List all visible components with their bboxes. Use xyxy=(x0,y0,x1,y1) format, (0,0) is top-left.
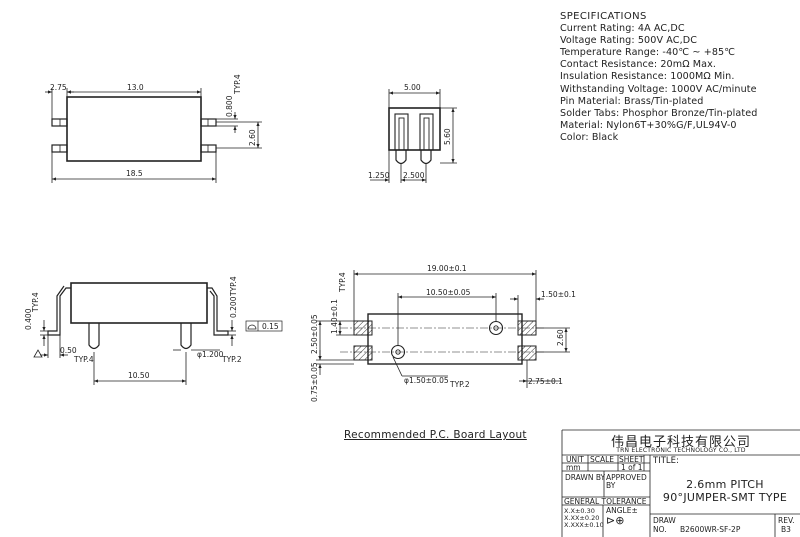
side-view-pin-left xyxy=(88,323,100,350)
flatness-icon xyxy=(247,324,257,330)
pcb-dim-pad-w: 1.50±0.1 xyxy=(541,290,576,299)
title-label: TITLE: xyxy=(653,456,679,466)
drawing-title-line2: 90°JUMPER-SMT TYPE xyxy=(662,491,788,504)
end-dim-height: 5.60 xyxy=(443,128,452,145)
drawing-number: B2600WR-SF-2P xyxy=(680,525,741,534)
sheet-label: SHEET xyxy=(619,455,644,464)
side-dim-tab: 0.200 xyxy=(229,296,238,318)
pcb-layout-caption: Recommended P.C. Board Layout xyxy=(344,429,527,441)
side-dim-tab-note: TYP.4 xyxy=(229,276,238,297)
end-dim-width: 5.00 xyxy=(404,83,421,92)
top-dim-body: 13.0 xyxy=(127,83,144,92)
top-dim-left: 2.75 xyxy=(50,83,67,92)
no-label: NO. xyxy=(653,525,667,534)
side-view: 0.15 0.400 TYP.4 0.200 TYP.4 0.50 TYP.4 … xyxy=(24,276,283,385)
end-view-pin-left xyxy=(395,150,407,165)
side-dim-pin-w: 0.50 xyxy=(60,346,77,355)
side-view-tab-left xyxy=(47,285,71,336)
spec-line: Material: Nylon6T+30%G/F,UL94V-0 xyxy=(560,119,737,131)
top-dim-pitch: 2.60 xyxy=(248,129,257,146)
rev-label: REV. xyxy=(778,516,795,525)
projection-icon: ⊳⊕ xyxy=(606,514,625,527)
spec-line: Color: Black xyxy=(560,131,619,143)
warning-icon xyxy=(33,349,43,358)
sheet-value: 1 of 1 xyxy=(621,463,643,472)
flatness-frame xyxy=(245,320,283,332)
pcb-dim-left-note: TYP.4 xyxy=(338,272,347,293)
tolerance-1: X.X±0.30 xyxy=(564,507,595,515)
drawing-title-line1: 2.6mm PITCH xyxy=(686,478,764,491)
top-view-tab-left-upper xyxy=(51,118,68,127)
drawn-by-label: DRAWN BY xyxy=(565,473,606,482)
pcb-outline xyxy=(367,313,523,365)
top-dim-overall: 18.5 xyxy=(126,169,143,178)
rev-value: B3 xyxy=(781,525,791,534)
end-view-body xyxy=(388,107,441,151)
top-view-tab-right-lower xyxy=(200,144,217,153)
spec-line: Current Rating: 4A AC,DC xyxy=(560,23,685,35)
end-view-pin-right xyxy=(420,150,432,165)
top-dim-tab-h: 0.800 xyxy=(225,95,234,117)
spec-line: Pin Material: Brass/Tin-plated xyxy=(560,95,704,107)
pcb-dim-left-pitch: 2.50±0.05 xyxy=(310,314,319,354)
scale-label: SCALE xyxy=(590,455,615,464)
pcb-dim-pitch: 2.60 xyxy=(556,329,565,346)
pcb-dim-pad-off: 2.75±0.1 xyxy=(528,377,563,386)
tolerance-3: X.XXX±0.10 xyxy=(564,521,604,529)
spec-line: Withstanding Voltage: 1000V AC/minute xyxy=(560,83,757,95)
side-dim-pin-dia-note: TYP.2 xyxy=(221,355,242,364)
side-view-tab-right xyxy=(207,287,229,336)
tolerance-2: X.XX±0.20 xyxy=(564,514,600,522)
end-dim-pitch: 2.500 xyxy=(403,171,425,180)
side-flatness: 0.15 xyxy=(262,322,279,331)
end-view: 5.00 5.60 1.250 2.500 xyxy=(368,83,457,183)
draw-label: DRAW xyxy=(653,516,676,525)
spec-line: Contact Resistance: 20mΩ Max. xyxy=(560,59,717,71)
top-view: 2.75 13.0 18.5 0.800 TYP.4 2.60 xyxy=(45,74,262,183)
side-dim-pin-dia: φ1.200 xyxy=(197,350,224,359)
side-view-pin-right xyxy=(180,323,192,350)
side-dim-thick: 0.400 xyxy=(24,308,33,330)
unit-value: mm xyxy=(566,463,581,472)
pcb-dim-hole: φ1.50±0.05 xyxy=(404,376,449,385)
end-dim-offset: 1.250 xyxy=(368,171,390,180)
company-name-en: TRN ELECTRONIC TECHNOLOGY CO., LTD xyxy=(616,447,746,454)
drawing-title: 2.6mm PITCH 90°JUMPER-SMT TYPE xyxy=(650,478,800,504)
pcb-dim-bottom: 0.75±0.05 xyxy=(310,362,319,402)
spec-line: Solder Tabs: Phosphor Bronze/Tin-plated xyxy=(560,107,758,119)
angle-label: ANGLE± xyxy=(606,506,638,515)
side-dim-thick-note: TYP.4 xyxy=(31,292,40,313)
pcb-pad-left-lower xyxy=(353,345,373,361)
general-tolerance-label: GENERAL TOLERANCE xyxy=(564,497,647,506)
company-name-cn: 伟昌电子科技有限公司 xyxy=(610,435,751,450)
top-view-tab-left-lower xyxy=(51,144,68,153)
top-dim-tab-note: TYP.4 xyxy=(233,74,242,95)
side-view-body xyxy=(70,282,208,324)
spec-line: Insulation Resistance: 1000MΩ Min. xyxy=(560,71,735,83)
unit-label: UNIT xyxy=(566,455,584,464)
approved-by-label: APPROVED BY xyxy=(606,473,647,490)
pcb-layout: 19.00±0.1 10.50±0.05 1.50±0.1 2.75±0.1 2… xyxy=(310,264,576,402)
pcb-dim-left-pad: 1.40±0.1 xyxy=(330,299,339,334)
pcb-dim-hole-note: TYP.2 xyxy=(449,380,470,389)
spec-line: Voltage Rating: 500V AC,DC xyxy=(560,35,698,47)
pcb-dim-overall: 19.00±0.1 xyxy=(427,264,467,273)
specifications-heading: SPECIFICATIONS xyxy=(560,11,647,22)
pcb-dim-center: 10.50±0.05 xyxy=(426,288,471,297)
top-view-body xyxy=(66,96,202,162)
side-dim-pin-w-note: TYP.4 xyxy=(73,355,94,364)
spec-line: Temperature Range: -40℃ ~ +85℃ xyxy=(560,47,736,59)
side-dim-span: 10.50 xyxy=(128,371,150,380)
title-block-frame xyxy=(561,429,800,537)
specifications-block: SPECIFICATIONS Current Rating: 4A AC,DC … xyxy=(560,11,757,144)
pcb-pad-right-lower xyxy=(517,345,537,361)
top-view-tab-right-upper xyxy=(200,118,217,127)
